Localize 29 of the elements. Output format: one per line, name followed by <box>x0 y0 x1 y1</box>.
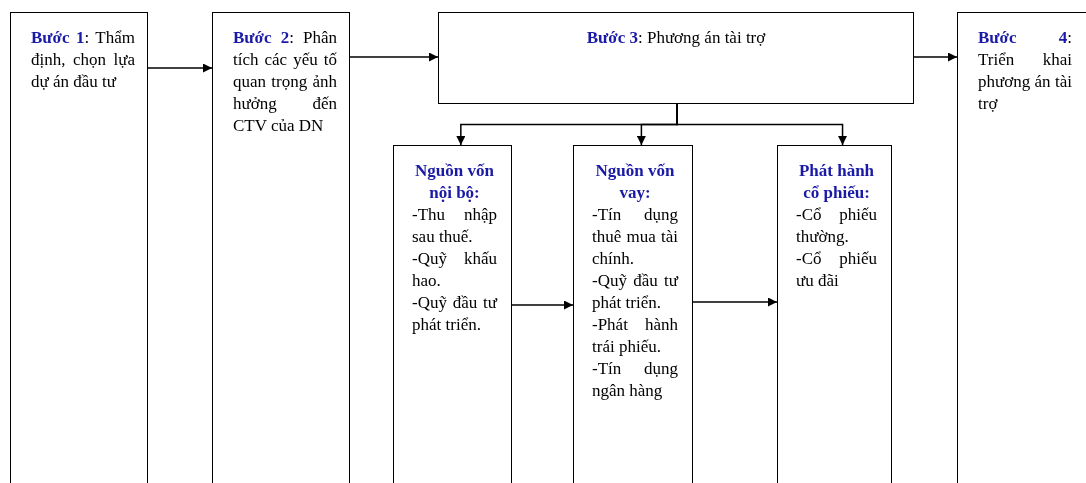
source-item: -Thu nhập sau thuế. <box>412 204 497 248</box>
arrow <box>676 103 848 146</box>
step-box <box>212 12 350 483</box>
source-box <box>393 145 512 483</box>
source-item: -Tín dụng ngân hàng <box>592 358 678 402</box>
arrow <box>913 52 958 62</box>
arrow <box>692 297 778 307</box>
source-item: -Quỹ đầu tư phát triển. <box>412 292 497 336</box>
source-item: -Quỹ khấu hao. <box>412 248 497 292</box>
step-box <box>438 12 914 104</box>
step-text: Bước 2: Phân tích các yếu tố quan trọng ảnh hưởng đến CTV của DN <box>233 27 337 137</box>
source-item: -Tín dụng thuê mua tài chính. <box>592 204 678 270</box>
source-heading: Nguồn vốn nội bộ: <box>414 160 495 204</box>
source-box <box>777 145 892 483</box>
source-item: -Phát hành trái phiếu. <box>592 314 678 358</box>
arrow <box>147 63 213 73</box>
source-box <box>573 145 693 483</box>
source-item: -Cổ phiếu thường. <box>796 204 877 248</box>
step-text: Bước 1: Thẩm định, chọn lựa dự án đầu tư <box>31 27 135 93</box>
arrow <box>349 52 439 62</box>
step-text: Bước 4: Triển khai phương án tài trợ <box>978 27 1072 115</box>
source-item: -Quỹ đầu tư phát triển. <box>592 270 678 314</box>
step-text: Bước 3: Phương án tài trợ <box>585 27 767 49</box>
source-item: -Cổ phiếu ưu đãi <box>796 248 877 292</box>
source-heading: Phát hành cổ phiếu: <box>797 160 876 204</box>
arrow <box>511 300 574 310</box>
step-box <box>957 12 1086 483</box>
source-heading: Nguồn vốn vay: <box>594 160 676 204</box>
step-box <box>10 12 148 483</box>
